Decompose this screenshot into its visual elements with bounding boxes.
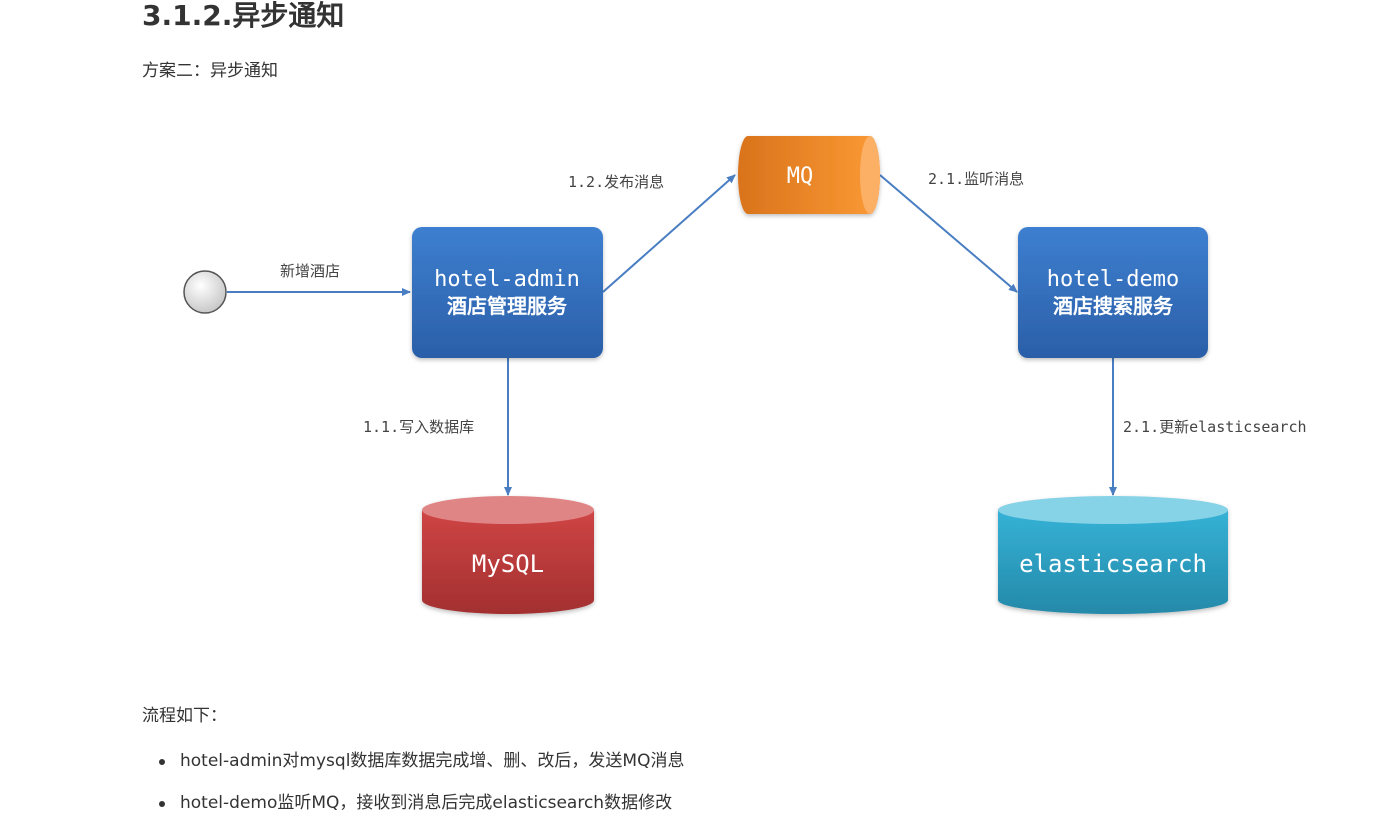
edge-label-publish-message: 1.2.发布消息 — [568, 173, 664, 191]
flow-steps-list: hotel-admin对mysql数据库数据完成增、删、改后，发送MQ消息 ho… — [142, 748, 684, 832]
mq-node — [738, 136, 880, 214]
flow-label: 流程如下： — [142, 706, 227, 726]
list-item: hotel-demo监听MQ，接收到消息后完成elasticsearch数据修改 — [142, 790, 684, 832]
edge-demo-to-es: 2.1.更新elasticsearch — [1109, 358, 1307, 496]
hotel-demo-desc: 酒店搜索服务 — [1053, 294, 1174, 318]
circle-start-icon — [183, 270, 227, 314]
edge-mq-to-demo: 2.1.监听消息 — [879, 170, 1024, 293]
bullet-icon — [159, 759, 165, 765]
async-notification-diagram: 新增酒店 1.2.发布消息 2.1.监听消息 1.1.写入数据库 2.1.更新e… — [183, 136, 1307, 614]
elasticsearch-database-icon — [998, 496, 1228, 614]
bullet-icon — [159, 801, 165, 807]
mysql-database-icon — [422, 496, 594, 614]
list-item: hotel-admin对mysql数据库数据完成增、删、改后，发送MQ消息 — [142, 748, 684, 790]
section-title: 3.1.2.异步通知 — [142, 0, 345, 32]
edge-admin-to-mq: 1.2.发布消息 — [568, 173, 736, 293]
hotel-demo-name: hotel-demo — [1047, 267, 1179, 292]
edge-label-update-es: 2.1.更新elasticsearch — [1123, 418, 1307, 436]
edge-label-listen-message: 2.1.监听消息 — [928, 170, 1024, 188]
flow-step-text: hotel-admin对mysql数据库数据完成增、删、改后，发送MQ消息 — [180, 751, 685, 771]
hotel-admin-desc: 酒店管理服务 — [447, 294, 568, 318]
mysql-label: MySQL — [472, 550, 544, 578]
elasticsearch-label: elasticsearch — [1019, 550, 1207, 578]
edge-label-add-hotel: 新增酒店 — [280, 262, 340, 280]
edge-start-to-admin: 新增酒店 — [227, 262, 411, 296]
edge-label-write-database: 1.1.写入数据库 — [363, 418, 474, 436]
intro-text: 方案二：异步通知 — [142, 61, 278, 81]
flow-step-text: hotel-demo监听MQ，接收到消息后完成elasticsearch数据修改 — [180, 793, 673, 813]
edge-admin-to-mysql: 1.1.写入数据库 — [363, 358, 512, 496]
hotel-admin-name: hotel-admin — [434, 267, 580, 292]
hotel-admin-node — [412, 227, 603, 358]
mq-label: MQ — [787, 164, 814, 189]
hotel-demo-node — [1018, 227, 1208, 358]
